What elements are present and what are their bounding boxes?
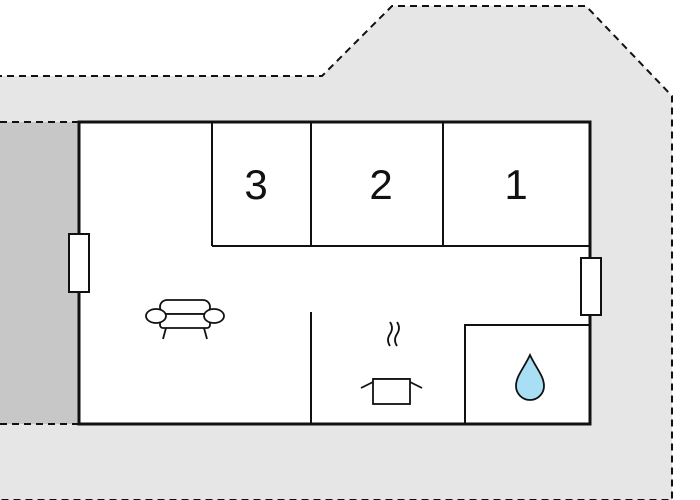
room-number: 1 [504,161,527,208]
bedroom-walls [211,122,590,247]
house-outline [77,120,592,426]
cooking-pot-icon [360,321,423,405]
window-right [580,257,602,316]
window-left [68,233,90,293]
bathroom-walls [464,324,591,425]
room-number: 3 [244,161,267,208]
terrace-area [0,122,79,424]
sofa-icon [145,299,225,340]
room-number: 2 [369,161,392,208]
water-drop-icon [515,352,545,401]
